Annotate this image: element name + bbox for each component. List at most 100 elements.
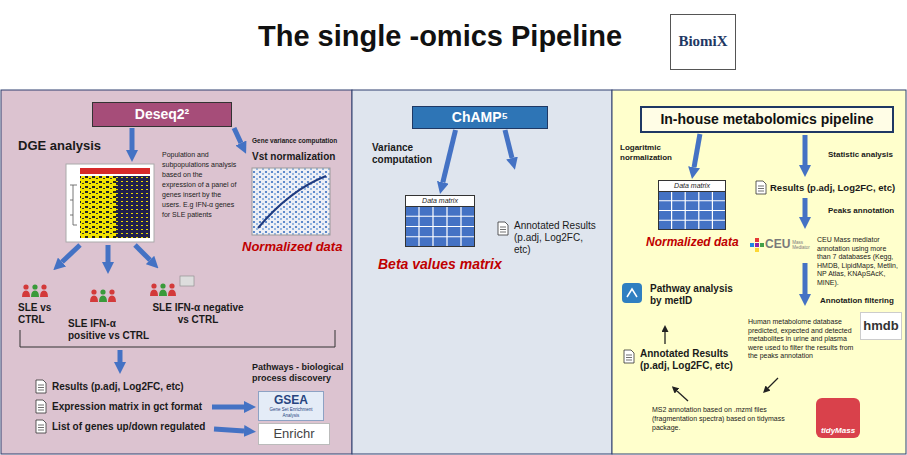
- ceu-icon: [760, 243, 764, 247]
- output-label: Results (p.adj, Log2FC, etc): [52, 381, 184, 393]
- output-label: Normalized data: [646, 236, 739, 250]
- step-label: Statistic analysis: [828, 150, 893, 159]
- people-icon: [90, 289, 116, 302]
- data-matrix: Data matrix: [658, 180, 726, 230]
- header-box: Deseq2²: [92, 102, 232, 127]
- node-text: In-house metabolomics pipeline: [660, 111, 873, 127]
- matrix-grid: [658, 191, 726, 230]
- document-icon: [36, 380, 46, 393]
- node-text: GSEA: [274, 394, 308, 407]
- step-label: Logaritmic normalization: [620, 143, 698, 163]
- metid-icon: [627, 289, 637, 297]
- group-label: SLE vs CTRL: [18, 302, 60, 326]
- block-arrow: [212, 405, 244, 410]
- block-arrow: [803, 198, 808, 217]
- output-label: List of genes up/down regulated: [52, 421, 205, 433]
- flow-arrow: [694, 134, 700, 167]
- output-label: Annotated Results (p.adj, Log2FC, etc): [640, 348, 736, 372]
- heatmap-image: [66, 164, 154, 242]
- node-text: BiomiX: [678, 33, 727, 50]
- step-label: Pathways - biological process discovery: [252, 362, 348, 384]
- output-label: Results (p.adj, Log2FC, etc): [770, 183, 895, 194]
- heatmap-image: [66, 164, 154, 242]
- logo-box: Enrichr: [258, 423, 330, 445]
- step-label: Vst normalization: [252, 151, 335, 163]
- block-arrow: [234, 128, 241, 143]
- panel-background: [612, 90, 906, 454]
- heatmap-image: [80, 168, 150, 174]
- node-text: ChAMP⁵: [452, 109, 508, 125]
- document-icon: [498, 222, 508, 235]
- thin-arrow: [768, 378, 778, 388]
- step-label: Gene variance computation: [252, 137, 337, 144]
- node-text: Deseq2²: [135, 106, 189, 122]
- block-arrow: [135, 245, 150, 260]
- output-label: Normalized data: [242, 240, 342, 255]
- header-box: ChAMP⁵: [412, 106, 548, 129]
- note-text: MS2 annotation based on .mzml files (fra…: [652, 405, 804, 432]
- heatmap-image: [70, 185, 77, 225]
- scatter-plot-image: [252, 168, 330, 235]
- matrix-grid: [658, 191, 726, 230]
- people-icon: [22, 284, 48, 297]
- document-icon: [36, 400, 46, 413]
- panel-background: [1, 90, 906, 454]
- matrix-grid: [405, 206, 475, 247]
- scatter-plot-image: [252, 168, 330, 235]
- step-label: Pathway analysis by metID: [650, 283, 740, 307]
- ceu-icon: [750, 238, 764, 252]
- logo-box: GSEAGene Set Enrichment Analysis: [258, 391, 324, 421]
- block-arrow: [214, 429, 244, 431]
- output-label: Beta values matrix: [378, 256, 502, 272]
- note-text: Human metabolome database predicted, exp…: [748, 318, 856, 361]
- ceu-icon: [750, 243, 754, 247]
- step-label: Peaks annotation: [828, 206, 894, 215]
- data-matrix: Data matrix: [405, 195, 475, 247]
- thin-arrow: [677, 391, 688, 401]
- logo-box: CEUMass Mediator: [748, 232, 812, 258]
- block-arrow: [130, 128, 135, 150]
- flow-arrow: [443, 130, 456, 182]
- metid-icon: [622, 283, 642, 303]
- note-text: Population and subpopulations analysis b…: [162, 150, 238, 220]
- node-text: Enrichr: [273, 427, 314, 442]
- document-icon: [36, 181, 766, 433]
- people-icon: [150, 283, 176, 296]
- document-icon: [756, 181, 766, 194]
- step-label: Annotation filtering: [820, 296, 894, 305]
- group-label: SLE IFN-α negative vs CTRL: [150, 302, 246, 326]
- logo-box: BiomiX: [670, 14, 736, 70]
- matrix-grid: [405, 206, 475, 247]
- group-label: SLE IFN-α positive vs CTRL: [68, 318, 154, 342]
- header-box: In-house metabolomics pipeline: [640, 106, 894, 133]
- node-text: tidyMass: [821, 426, 855, 435]
- connectors: [443, 130, 700, 182]
- panel-background: [1, 90, 352, 454]
- logo-box: tidyMass: [816, 398, 860, 438]
- panel-background: [352, 90, 612, 454]
- section-heading: DGE analysis: [18, 139, 101, 154]
- block-arrow: [118, 350, 123, 362]
- people-icon: [22, 276, 194, 302]
- output-label: Annotated Results (p.adj, Log2FC, etc): [514, 220, 596, 256]
- block-arrow: [803, 135, 808, 165]
- page-title: The single -omics Pipeline: [258, 20, 622, 53]
- step-label: Variance computation: [372, 142, 444, 166]
- node-text: Mass Mediator: [792, 240, 812, 251]
- node-text: CEU: [765, 238, 790, 252]
- block-arrow: [106, 245, 111, 262]
- block-arrow: [505, 130, 512, 158]
- note-text: CEU Mass mediator annotation using more …: [817, 236, 901, 287]
- thin-arrow: [664, 332, 665, 344]
- ceu-icon: [755, 248, 759, 252]
- node-text: Gene Set Enrichment Analysis: [261, 407, 321, 418]
- node-text: Data matrix: [406, 196, 474, 207]
- document-icon: [36, 420, 46, 433]
- logo-box: hmdb: [860, 312, 902, 340]
- heatmap-image: [116, 176, 150, 238]
- ceu-icon: [755, 243, 759, 247]
- people-icon: [180, 276, 194, 286]
- node-text: hmdb: [863, 319, 898, 334]
